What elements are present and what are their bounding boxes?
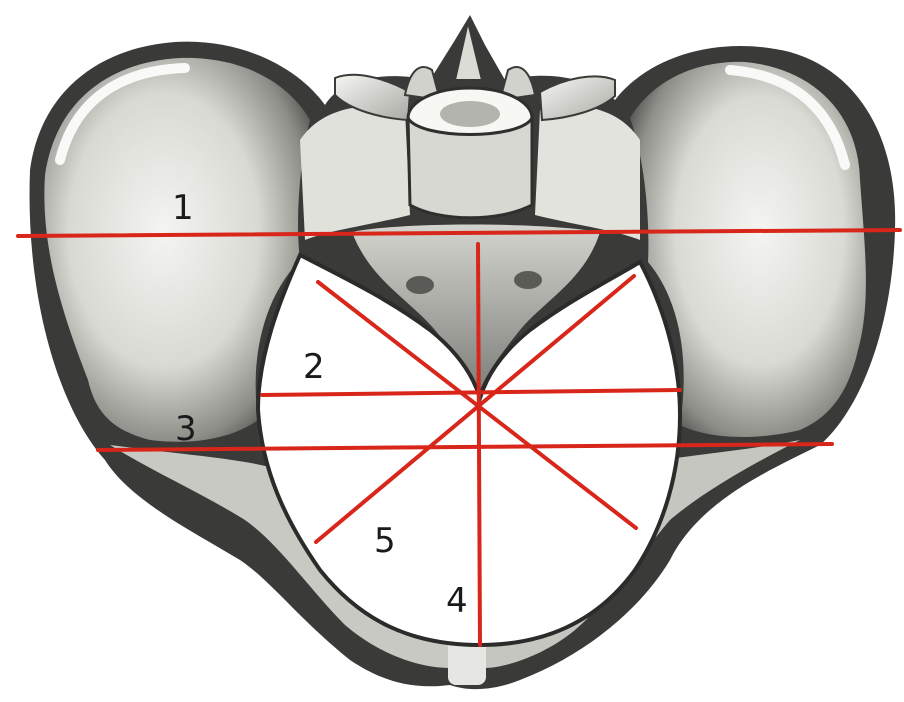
label-4: 4 — [446, 581, 468, 621]
label-3: 3 — [175, 409, 197, 449]
sacral-foramen-left — [406, 276, 434, 294]
vertebral-canal — [440, 101, 500, 127]
label-2: 2 — [303, 347, 325, 387]
sacral-foramen-right — [514, 271, 542, 289]
label-1: 1 — [172, 188, 194, 228]
line-4-conjugate — [478, 244, 480, 645]
label-5: 5 — [374, 521, 396, 561]
